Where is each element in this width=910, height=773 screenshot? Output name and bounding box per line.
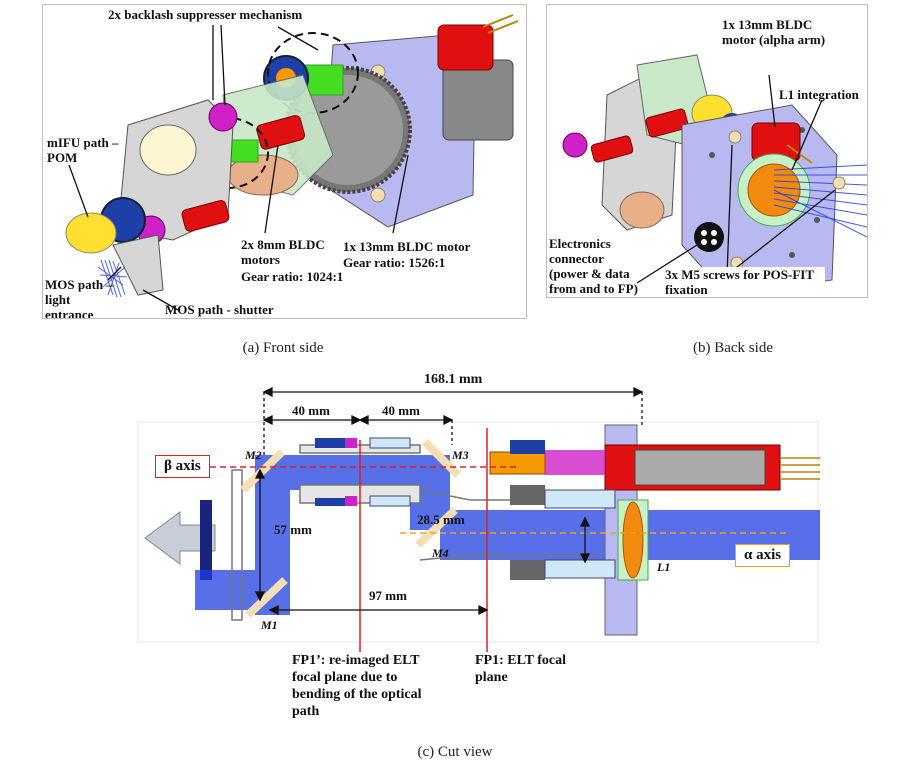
beta-axis-label: β axis [155, 455, 210, 478]
mirror-m3 [422, 439, 461, 478]
bldc-8mm-motor-1 [256, 115, 305, 150]
light-direction-arrow [144, 511, 216, 565]
bldc-13mm-motor [437, 24, 494, 71]
mifu-mirror [65, 212, 117, 254]
back-side-illustration [562, 54, 867, 296]
mirror-m4 [415, 507, 458, 548]
caption-cut-view: (c) Cut view [417, 744, 493, 760]
label-bldc-8mm: 2x 8mm BLDC motors [241, 237, 325, 267]
back-side-panel: 1x 13mm BLDC motor (alpha arm) L1 integr… [546, 4, 868, 298]
mos-shutter [112, 234, 164, 296]
dim-97: 97 mm [369, 588, 407, 603]
dim-total-length: 168.1 mm [422, 372, 485, 388]
label-backlash: 2x backlash suppresser mechanism [108, 7, 303, 22]
mos-light-beam [97, 259, 128, 298]
label-bldc-13mm: 1x 13mm BLDC motor [343, 239, 471, 254]
label-mos-entrance: MOS path – light entrance [45, 277, 113, 319]
label-m1: M1 [261, 618, 278, 632]
label-mifu: mIFU path – POM [47, 135, 119, 165]
front-side-illustration [65, 14, 519, 311]
caption-front-side: (a) Front side [242, 340, 324, 356]
alpha-beam [773, 164, 867, 238]
caption-back-side: (b) Back side [693, 340, 773, 356]
label-fp1: FP1: ELT focal plane [475, 653, 567, 685]
bldc-8mm-motor-2 [181, 200, 230, 232]
dim-right-40: 40 mm [380, 403, 422, 419]
lens-l1 [622, 501, 644, 579]
label-m3: M3 [452, 448, 469, 462]
dim-left-40: 40 mm [290, 403, 332, 419]
label-mos-shutter: MOS path - shutter [165, 302, 274, 317]
mirror-m1 [245, 577, 288, 618]
dim-57: 57 mm [274, 522, 312, 537]
front-side-panel: 2x backlash suppresser mechanism mIFU pa… [42, 4, 527, 319]
label-ratio-8mm: Gear ratio: 1024:1 [241, 269, 344, 284]
electronics-connector [694, 222, 724, 252]
alpha-axis-label: α axis [735, 544, 791, 567]
label-alpha-motor: 1x 13mm BLDC motor (alpha arm) [722, 17, 826, 47]
label-m4: M4 [432, 546, 449, 560]
label-ratio-13mm: Gear ratio: 1526:1 [343, 255, 446, 270]
label-electronics-connector: Electronics connector (power & data from… [549, 236, 638, 296]
label-l1: L1 [657, 560, 671, 574]
label-screws: 3x M5 screws for POS-FIT fixation [665, 267, 825, 297]
label-l1-integration: L1 integration [779, 87, 859, 102]
label-m2: M2 [245, 448, 262, 462]
mirror-m2 [240, 449, 285, 493]
dim-28-5: 28.5 mm [417, 512, 465, 527]
label-fp1-prime: FP1’: re-imaged ELT focal plane due to b… [292, 653, 422, 719]
